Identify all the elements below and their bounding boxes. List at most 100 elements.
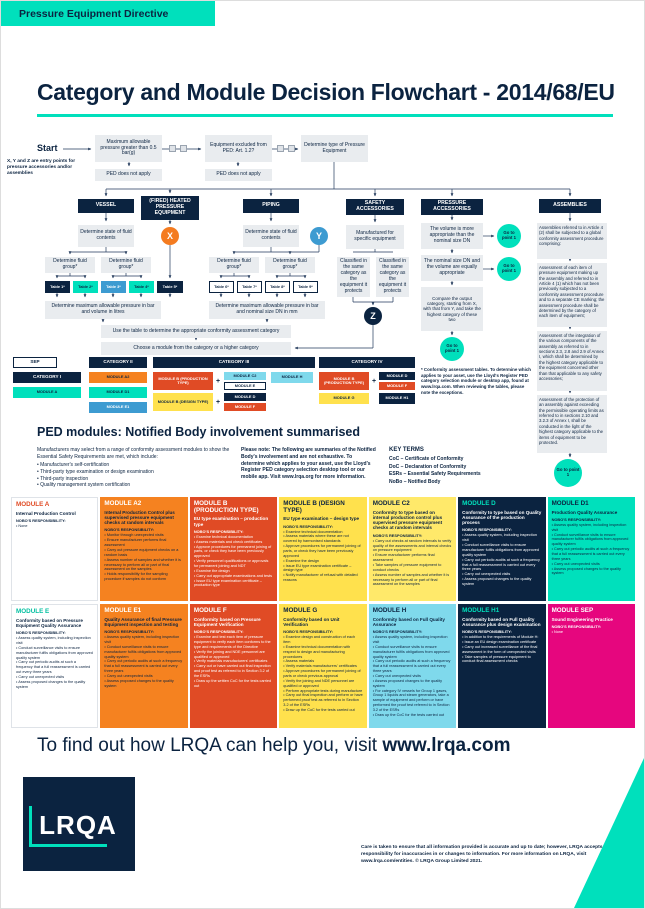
card-subtitle: EU type examination – production type	[193, 516, 269, 527]
card-module-a2: MODULE A2 Internal Production Control pl…	[100, 497, 188, 601]
card-bullets: Examine design and construction of each …	[283, 635, 362, 713]
box-compare-category: Compare the output category, starting fr…	[421, 287, 483, 331]
card-bullets: None	[552, 630, 631, 635]
module-chip-g: MODULE G	[319, 393, 369, 404]
module-chip-h: MODULE H	[271, 372, 313, 383]
flow-connector-node	[180, 145, 187, 152]
box-fluid-group-4: Determine fluid group*	[265, 257, 315, 273]
card-nobo-label: NOBO'S RESPONSIBILITY:	[104, 629, 155, 635]
legal-text: Care is taken to ensure that all informa…	[361, 845, 610, 864]
card-module-b-production: MODULE B (PRODUCTION TYPE) EU type exami…	[189, 497, 278, 601]
ped-modules-note: Please note: The following are summaries…	[241, 447, 376, 480]
goto-point-circle-1: Go to point 1	[497, 224, 521, 248]
card-subtitle: Sound Engineering Practice	[551, 616, 613, 622]
card-nobo-label: NOBO'S RESPONSIBILITY:	[372, 532, 423, 538]
card-module-d1: MODULE D1 Production Quality Assurance N…	[547, 497, 635, 601]
card-nobo-label: NOBO'S RESPONSIBILITY:	[372, 629, 423, 635]
card-nobo-label: NOBO'S RESPONSIBILITY:	[16, 517, 66, 523]
card-title: MODULE B (DESIGN TYPE)	[283, 500, 345, 514]
module-chip-b-prod-cat4: MODULE B (PRODUCTION TYPE)	[319, 372, 369, 390]
card-nobo-label: NOBO'S RESPONSIBILITY:	[193, 629, 244, 635]
module-chip-a: MODULE A	[13, 387, 81, 398]
box-volume-appropriate: The volume is more appropriate than the …	[421, 223, 483, 249]
box-classified-2: Classified in the same category as the e…	[376, 257, 409, 297]
card-bullets: Assess quality system, including inspect…	[104, 635, 183, 688]
category-iv-header: CATEGORY IV	[319, 357, 415, 368]
card-subtitle: Conformity based on Pressure Equipment V…	[193, 616, 261, 627]
card-bullets: Assess quality system, including inspect…	[16, 636, 93, 689]
card-title: MODULE E	[16, 608, 50, 615]
card-nobo-label: NOBO'S RESPONSIBILITY:	[16, 630, 66, 636]
z-marker: Z	[364, 307, 382, 325]
box-classified-1: Classified in the same category as the e…	[337, 257, 370, 297]
box-determine-type: Determine type of Pressure Equipment	[301, 135, 368, 162]
card-title: MODULE G	[283, 607, 318, 614]
plus-sign: +	[215, 398, 221, 406]
box-max-pressure: Maximum allowable pressure greater than …	[95, 135, 162, 162]
card-module-a: MODULE A Internal Production Control NOB…	[11, 497, 99, 601]
module-chip-b-design-cat3: MODULE B (DESIGN TYPE)	[153, 393, 213, 411]
box-piping-fluid-state: Determine state of fluid contents	[243, 225, 299, 247]
card-bullets: Monitor through unexpected visitsEnsure …	[104, 533, 183, 582]
module-chip-e1: MODULE E1	[89, 402, 147, 413]
x-marker: X	[161, 227, 179, 245]
page-title: Category and Module Decision Flowchart -…	[37, 79, 615, 105]
box-assemblies-integration: Assessment of the integration of the var…	[537, 331, 607, 391]
card-subtitle: Conformity to type based on internal pro…	[372, 509, 443, 531]
card-module-h1: MODULE H1 Conformity based on Full Quali…	[458, 604, 546, 728]
box-assemblies-intro: Assemblies referred to in Article 4 (2) …	[537, 223, 607, 259]
card-module-e: MODULE E Conformity based on Pressure Eq…	[11, 604, 99, 728]
cta-prefix: To find out how LRQA can help you, visit	[37, 735, 383, 756]
category-iii-header: CATEGORY III	[153, 357, 315, 368]
card-subtitle: Production Quality Assurance	[551, 509, 618, 515]
card-module-e1: MODULE E1 Quality Assurance of final Pre…	[100, 604, 188, 728]
table-chip-9: Table 9*	[293, 281, 318, 293]
table-chip-2: Table 2*	[73, 281, 98, 293]
category-ii-header: CATEGORY II	[89, 357, 147, 368]
card-module-f: MODULE F Conformity based on Pressure Eq…	[189, 604, 278, 728]
ped-modules-intro: Manufacturers may select from a range of…	[37, 447, 230, 460]
module-cards-grid: MODULE A Internal Production Control NOB…	[11, 497, 635, 728]
module-chip-d1: MODULE D1	[89, 387, 147, 398]
card-title: MODULE H	[372, 607, 407, 614]
card-title: MODULE A	[16, 501, 50, 508]
category-sep: SEP	[13, 357, 57, 368]
branch-vessel: VESSEL	[78, 199, 134, 213]
card-subtitle: Internal Production Control	[16, 510, 76, 516]
card-title: MODULE SEP	[551, 607, 594, 614]
box-assemblies-protection: Assessment of the protection of an assem…	[537, 395, 607, 453]
plus-sign: +	[215, 377, 221, 385]
table-chip-8: Table 8*	[265, 281, 290, 293]
ped-modules-bullets: Manufacturer's self-certificationThird-p…	[37, 462, 233, 489]
card-bullets: Assess quality system, including inspect…	[373, 635, 452, 718]
goto-point-circle-2: Go to point 1	[497, 257, 521, 281]
card-title: MODULE F	[193, 607, 227, 614]
box-ped-excluded: Equipment excluded from PED: Art. 1.2?	[205, 135, 272, 162]
box-fluid-group-3: Determine fluid group*	[209, 257, 259, 273]
plus-sign: +	[371, 377, 377, 385]
flow-connector-node	[277, 145, 284, 152]
module-chip-c2: MODULE C2	[224, 372, 266, 380]
card-title: MODULE C2	[372, 500, 410, 507]
card-subtitle: Quality Assurance of final Pressure Equi…	[104, 616, 182, 627]
card-title: MODULE B (PRODUCTION TYPE)	[193, 500, 259, 514]
key-terms-heading: KEY TERMS	[389, 447, 424, 453]
card-subtitle: Conformity based on Unit Verification	[283, 616, 340, 627]
box-vessel-fluid-state: Determine state of fluid contents	[78, 225, 134, 247]
entry-points-note: X, Y and Z are entry points for pressure…	[7, 159, 76, 177]
card-bullets: Carry out checks at random intervals to …	[373, 539, 452, 588]
cta-text: To find out how LRQA can help you, visit…	[37, 735, 607, 757]
card-bullets: Assess quality system, including inspect…	[552, 523, 631, 576]
card-module-b-design: MODULE B (DESIGN TYPE) EU type examinati…	[279, 497, 367, 601]
branch-pressure-accessories: PRESSURE ACCESSORIES	[421, 199, 483, 215]
table-chip-7: Table 7*	[237, 281, 262, 293]
card-module-h: MODULE H Conformity based on Full Qualit…	[368, 604, 457, 728]
branch-safety-accessories: SAFETY ACCESSORIES	[346, 199, 404, 215]
tables-footnote: * Conformity assessment tables. To deter…	[421, 367, 531, 395]
cta-link[interactable]: www.lrqa.com	[382, 735, 511, 756]
flow-connector-node	[288, 145, 295, 152]
table-chip-3: Table 3*	[101, 281, 126, 293]
branch-piping: PIPING	[243, 199, 299, 213]
